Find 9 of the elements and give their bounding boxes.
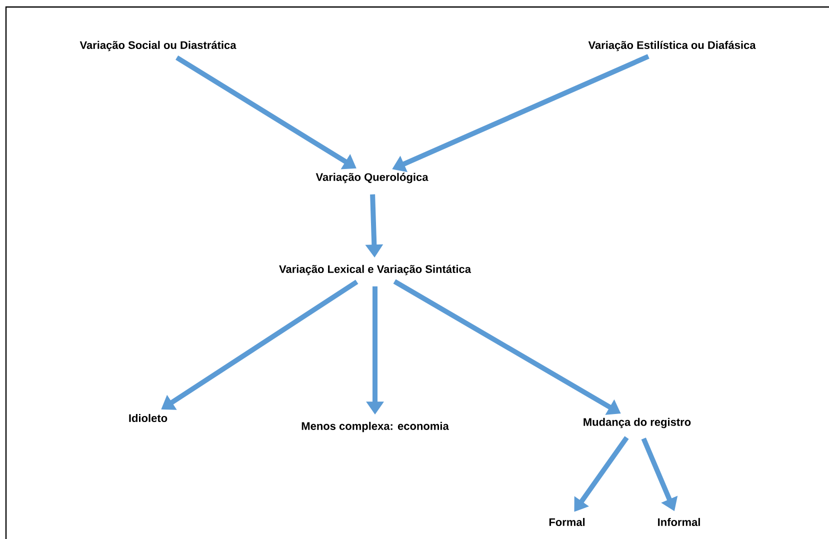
node-label: Variação Lexical e Variação Sintática	[279, 264, 472, 276]
node-label: Variação Social ou Diastrática	[80, 40, 236, 52]
node-label: Variação Querológica	[316, 172, 428, 184]
node-label: Menos complexa: economia	[302, 422, 449, 432]
node-label: Formal	[549, 518, 585, 526]
node-label: Variação Estilística ou Diafásica	[588, 40, 756, 52]
node-label: Idioleto	[129, 414, 168, 422]
node-label: Informal	[658, 518, 700, 526]
node-label: Mudança do registro	[584, 418, 691, 428]
